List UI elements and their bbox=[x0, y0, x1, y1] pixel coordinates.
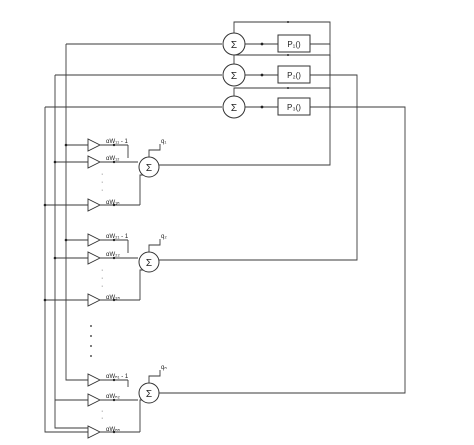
gain-label: αWₙₙ bbox=[106, 427, 121, 433]
gain-label: αWₙ₁ - 1 bbox=[106, 374, 129, 380]
svg-text:·: · bbox=[101, 187, 103, 194]
group-ellipsis bbox=[90, 325, 92, 357]
p-block bbox=[277, 34, 311, 53]
gain-amplifier bbox=[87, 198, 102, 212]
neuron-group-2: αW₂₁ - 1 αW₂₂ · · · αW₂ₙ Σ q₂ bbox=[87, 233, 245, 307]
gain-label: αW₁₁ - 1 bbox=[106, 139, 129, 145]
p-block bbox=[277, 65, 311, 84]
gain-amplifier bbox=[87, 138, 102, 152]
output-label: qₙ bbox=[161, 365, 167, 371]
gain-label: αWₙ₂ bbox=[106, 394, 121, 400]
gain-label: αW₂₂ bbox=[106, 252, 120, 258]
gain-label: αW₂₁ - 1 bbox=[106, 234, 129, 240]
p-block bbox=[277, 97, 311, 116]
svg-text:·: · bbox=[101, 283, 103, 290]
gain-amplifier bbox=[87, 155, 102, 169]
ellipsis: · bbox=[101, 171, 103, 178]
sum-symbol: Σ bbox=[146, 163, 152, 174]
p-block-label: P₁() bbox=[287, 40, 301, 49]
output-label: q₂ bbox=[161, 234, 167, 240]
top-block-3: Σ P₃() bbox=[44, 87, 406, 433]
sum-symbol: Σ bbox=[231, 40, 237, 51]
sum-symbol: Σ bbox=[146, 258, 152, 269]
gain-amplifier bbox=[87, 233, 102, 247]
gain-label: αW₁₂ bbox=[106, 156, 120, 162]
gain-amplifier bbox=[87, 293, 102, 307]
sum-symbol: Σ bbox=[146, 389, 152, 400]
p-block-label: P₂() bbox=[287, 71, 301, 80]
gain-amplifier bbox=[87, 393, 102, 407]
top-block-1: Σ P₁() bbox=[65, 21, 331, 381]
ellipsis: · bbox=[101, 408, 103, 415]
svg-text:·: · bbox=[101, 179, 103, 186]
output-label: q₁ bbox=[161, 139, 166, 145]
gain-amplifier bbox=[87, 373, 102, 387]
gain-label: αW₁ₙ bbox=[106, 200, 120, 206]
gain-amplifier bbox=[87, 251, 102, 265]
ellipsis: · bbox=[101, 267, 103, 274]
neuron-group-1: αW₁₁ - 1 αW₁₂ · · · αW₁ₙ Σ q₁ bbox=[87, 138, 245, 212]
svg-text:·: · bbox=[101, 275, 103, 282]
p-block-label: P₃() bbox=[287, 103, 301, 112]
neuron-group-n: αWₙ₁ - 1 αWₙ₂ · · αWₙₙ Σ qₙ bbox=[87, 365, 245, 439]
top-block-2: Σ P₂() bbox=[54, 54, 358, 429]
gain-label: αW₂ₙ bbox=[106, 295, 120, 301]
sum-symbol: Σ bbox=[231, 103, 237, 114]
gain-amplifier bbox=[87, 425, 102, 439]
svg-text:·: · bbox=[101, 415, 103, 422]
branch-wires bbox=[43, 143, 88, 401]
sum-symbol: Σ bbox=[231, 71, 237, 82]
